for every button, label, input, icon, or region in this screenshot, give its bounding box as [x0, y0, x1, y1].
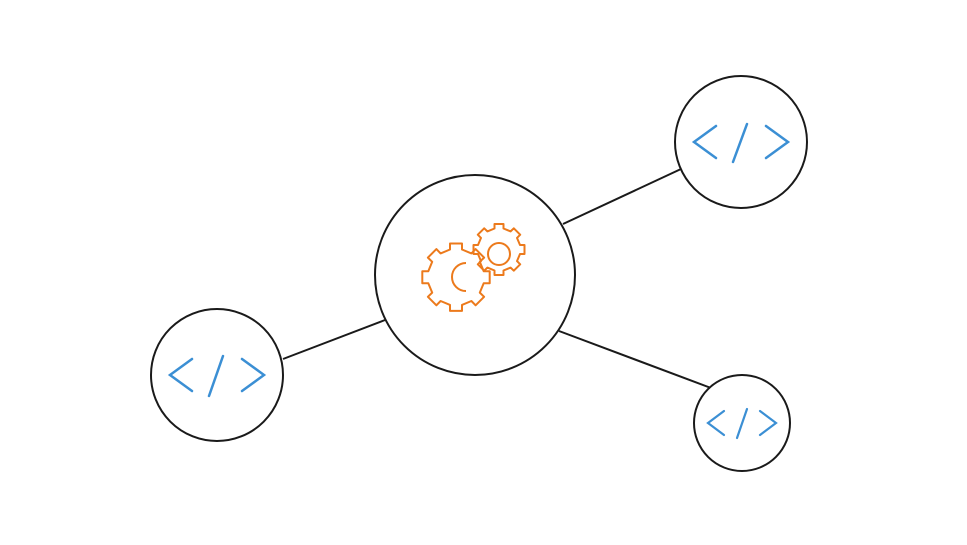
angle-right-icon	[758, 409, 778, 437]
code-node-left	[150, 308, 284, 442]
connector-hub-left	[282, 319, 386, 360]
large-gear-icon	[421, 242, 491, 312]
angle-left-icon	[167, 357, 194, 393]
angle-left-icon	[691, 124, 718, 160]
connector-hub-top-right	[562, 168, 682, 225]
angle-left-icon	[706, 409, 726, 437]
code-icon	[706, 407, 778, 440]
hub-circle	[374, 174, 576, 376]
slash-icon	[731, 122, 749, 164]
slash-icon	[735, 407, 749, 440]
small-gear-hub-icon	[487, 242, 511, 266]
slash-icon	[207, 354, 225, 398]
connector-hub-bottom-right	[558, 330, 712, 389]
code-node-top-right	[674, 75, 808, 209]
hub-node	[374, 174, 576, 376]
code-node-bottom-right	[693, 374, 791, 472]
large-gear-hub-icon	[451, 262, 467, 292]
code-icon	[167, 354, 267, 398]
small-gear-icon	[472, 223, 526, 276]
angle-right-icon	[764, 124, 791, 160]
angle-right-icon	[240, 357, 267, 393]
code-icon	[691, 122, 791, 164]
gears-icon	[421, 223, 526, 312]
